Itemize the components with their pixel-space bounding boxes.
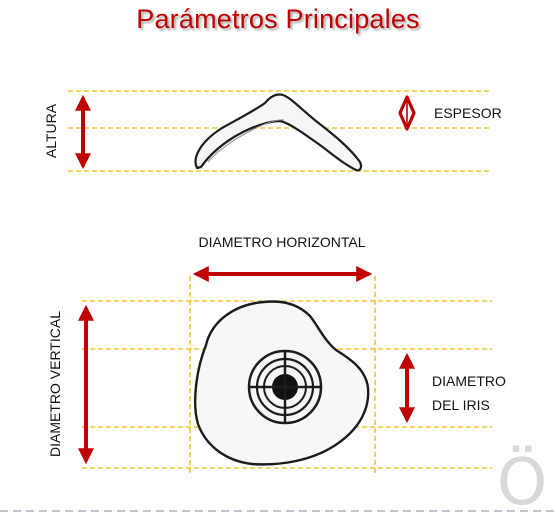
lens-profile-section: ALTURA ESPESOR — [43, 90, 502, 172]
diametro-vertical-label: DIAMETRO VERTICAL — [47, 311, 63, 457]
lens-profile-shape — [194, 93, 363, 172]
page-title: Parámetros Principales — [136, 4, 420, 34]
lens-profile-inner-curve — [207, 119, 285, 163]
diametro-iris-label-line1: DIAMETRO — [432, 373, 506, 389]
diametro-horizontal-label: DIAMETRO HORIZONTAL — [199, 234, 366, 250]
watermark-logo: Ö — [497, 445, 547, 513]
iris-graphic — [247, 349, 323, 425]
lens-front-section: DIAMETRO HORIZONTAL DIAMETRO VERTICAL DI… — [47, 234, 506, 474]
diametro-iris-label-line2: DEL IRIS — [432, 397, 490, 413]
espesor-label: ESPESOR — [434, 105, 502, 121]
altura-label: ALTURA — [43, 103, 59, 158]
